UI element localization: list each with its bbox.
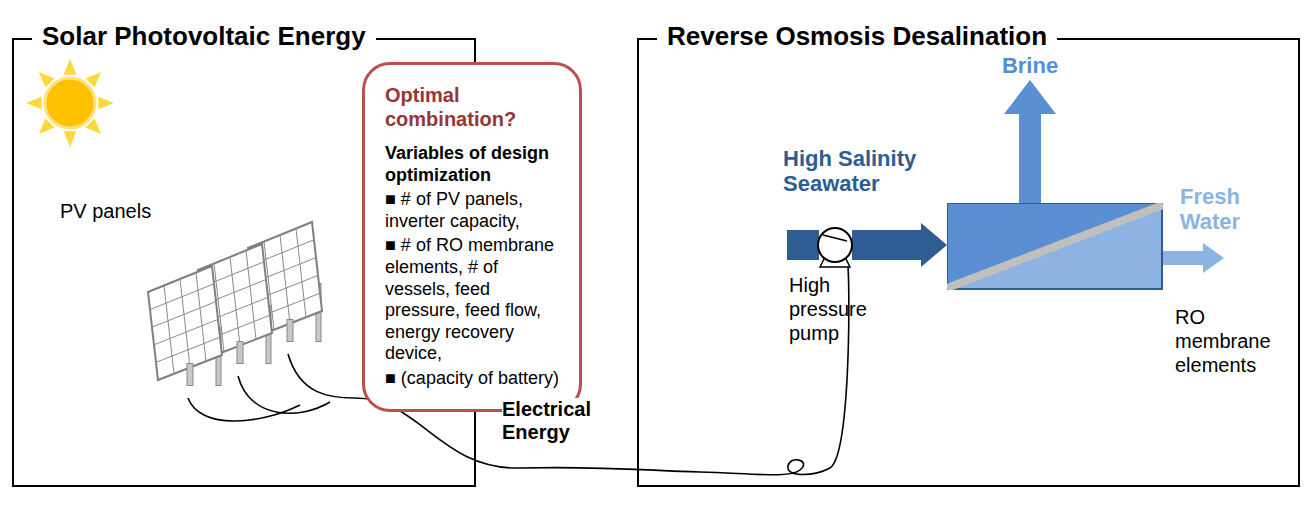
sun-ray: [64, 131, 77, 147]
region-frame: Reverse Osmosis DesalinationHigh pressur…: [637, 38, 1300, 487]
pv-panel-array: [148, 222, 322, 386]
node-heading: Solar Photovoltaic Energy: [32, 21, 376, 52]
pump-symbol: High pressure pump: [817, 227, 853, 263]
node-heading: Reverse Osmosis Desalination: [657, 21, 1057, 52]
sun-ray: [98, 97, 114, 110]
membrane-box: RO membrane elements: [947, 203, 1163, 290]
seawater-inflow: [787, 230, 819, 260]
sun-disc: [45, 78, 95, 128]
flow-label: Electrical Energy: [502, 398, 612, 444]
part-label: PV panels: [60, 200, 151, 223]
bullet-item: ■ (capacity of battery): [385, 368, 563, 393]
brine-arrow: [1004, 80, 1056, 204]
flow-label: High Salinity Seawater: [783, 146, 943, 197]
sun-ray: [26, 97, 42, 110]
fresh-water-arrow: [1163, 243, 1224, 273]
sun-ray: [64, 59, 77, 75]
pv-panel: [148, 266, 222, 386]
bullet-item: ■ # of RO membrane elements, # of vessel…: [385, 235, 563, 368]
callout-box: Optimal combination?Variables of design …: [362, 62, 582, 412]
membrane-outline: [947, 203, 1163, 290]
flow-label: Brine: [1002, 53, 1058, 78]
flow-arrow: [852, 223, 947, 267]
node-text: Variables of design optimization: [385, 143, 563, 189]
flow-label: Fresh Water: [1150, 184, 1270, 235]
bullet-item: ■ # of PV panels, inverter capacity,: [385, 189, 563, 235]
sun-icon: [26, 59, 114, 147]
node-heading: High pressure pump: [789, 273, 889, 345]
node-heading: Optimal combination?: [385, 83, 563, 143]
pump-outline: [817, 227, 853, 271]
node-heading: RO membrane elements: [1175, 305, 1305, 377]
